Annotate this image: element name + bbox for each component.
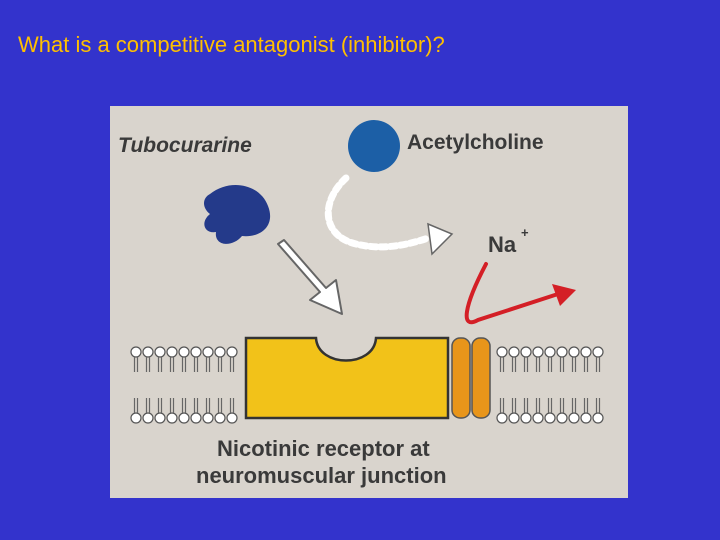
- receptor-label-line1: Nicotinic receptor at: [217, 436, 430, 461]
- ion-flow-arrowhead-icon: [552, 284, 576, 306]
- acetylcholine-label: Acetylcholine: [407, 131, 544, 154]
- ion-channel-left-icon: [451, 337, 471, 419]
- acetylcholine-molecule-icon: [348, 120, 400, 172]
- ion-flow-arrow-icon: [464, 262, 560, 325]
- receptor-diagram: Tubocurarine Acetylcholine Na +: [110, 106, 628, 498]
- sodium-charge-label: +: [521, 225, 529, 240]
- blocked-path-arrow-icon: [324, 174, 432, 251]
- binding-arrow-icon: [277, 239, 343, 315]
- blocked-path-arrowhead-icon: [427, 222, 454, 256]
- sodium-ion-label: Na: [488, 232, 517, 257]
- tubocurarine-molecule-icon: [204, 184, 271, 244]
- receptor-label-line2: neuromuscular junction: [196, 463, 447, 488]
- tubocurarine-label: Tubocurarine: [118, 134, 252, 157]
- receptor-binding-site-icon: [244, 336, 450, 420]
- diagram-canvas: Tubocurarine Acetylcholine Na +: [118, 120, 604, 488]
- slide-title: What is a competitive antagonist (inhibi…: [18, 32, 445, 57]
- ion-channel-right-icon: [471, 337, 491, 419]
